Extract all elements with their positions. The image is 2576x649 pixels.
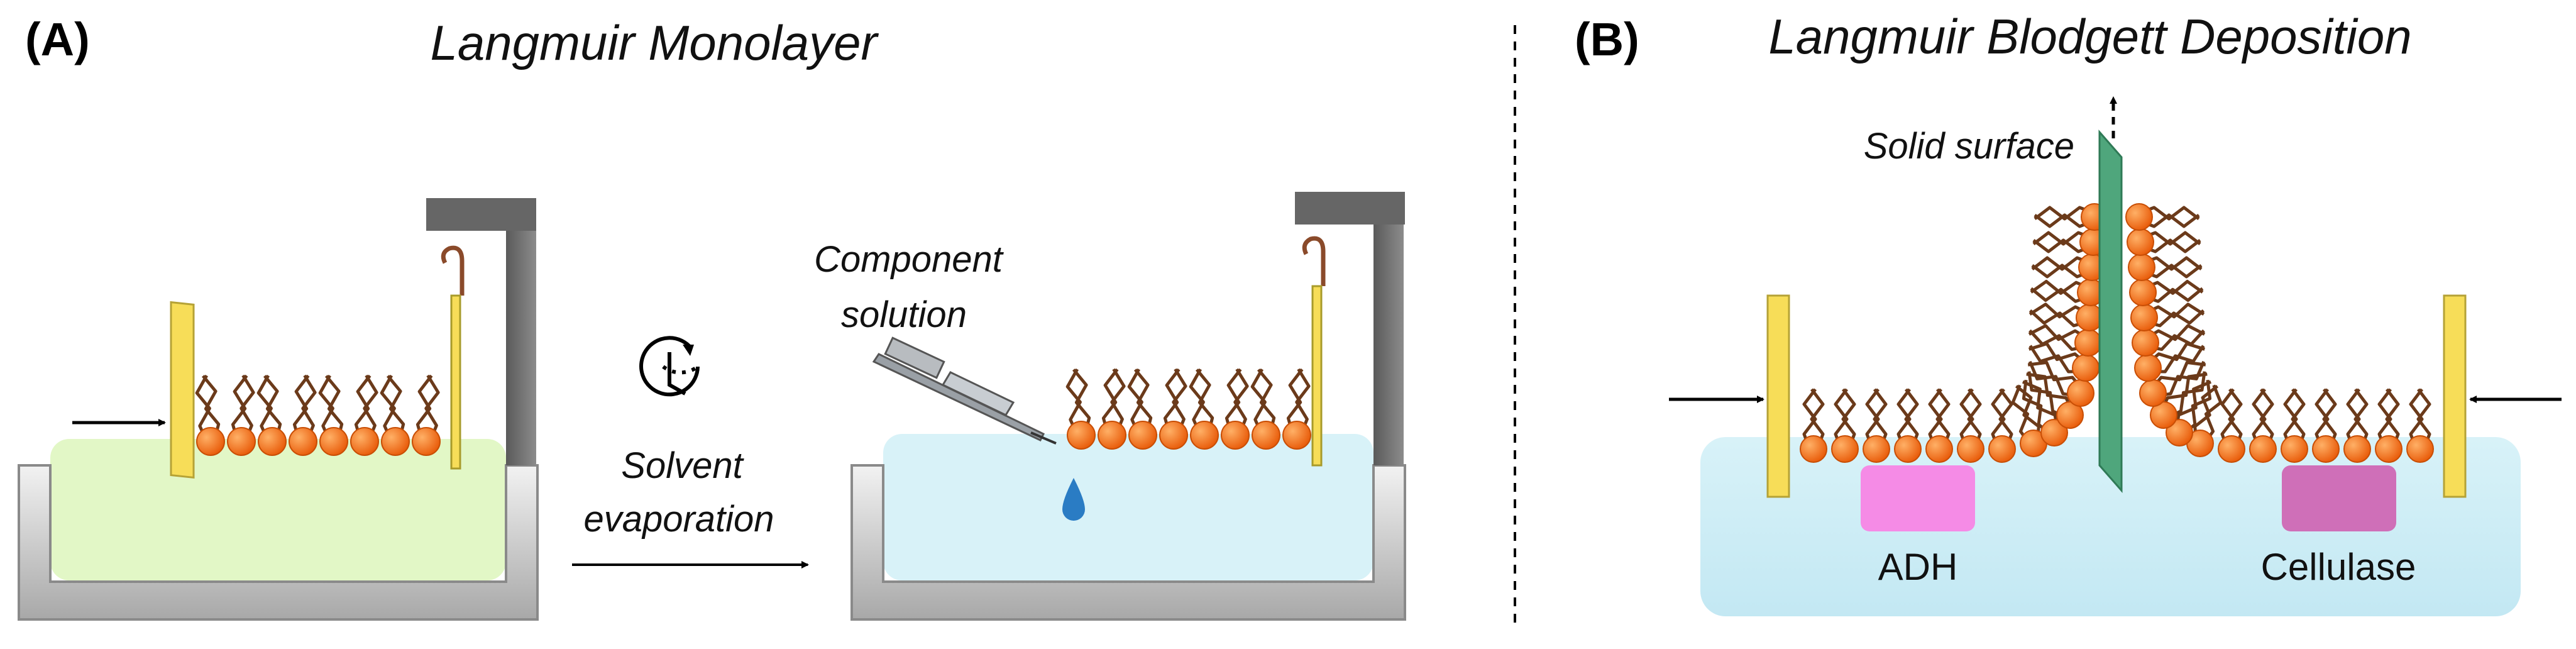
barrier-left xyxy=(170,301,195,479)
lipid-molecule xyxy=(2139,360,2206,407)
component-label-1: Component xyxy=(814,239,1005,280)
lipid-molecule xyxy=(318,374,348,456)
lipid-molecule xyxy=(2125,203,2200,231)
lipid-molecule xyxy=(2134,342,2206,382)
trough-before xyxy=(18,198,539,621)
barrier-b-right xyxy=(2443,294,2467,498)
lipid-molecule xyxy=(2028,324,2102,357)
cellulase-enzyme xyxy=(2282,465,2396,531)
lipid-molecule xyxy=(256,374,287,456)
lipid-molecule xyxy=(2128,253,2203,281)
lipid-molecule xyxy=(2129,279,2204,306)
lipid-molecule xyxy=(1863,388,1890,463)
lipid-molecule xyxy=(1221,368,1250,450)
drop-icon xyxy=(1062,478,1085,521)
panel-b-label: (B) xyxy=(1575,13,1639,65)
wilhelmy-plate xyxy=(450,294,461,470)
adh-label: ADH xyxy=(1878,546,1958,588)
lipid-molecule xyxy=(1250,368,1280,450)
lipid-molecule xyxy=(2031,253,2106,281)
lipid-molecule xyxy=(380,374,410,456)
barrier-b-left xyxy=(1766,294,1790,498)
lipid-molecule xyxy=(1957,388,1984,463)
lipid-molecule xyxy=(350,374,379,456)
lipid-molecule xyxy=(1127,368,1157,450)
panel-b: (B) Langmuir Blodgett Deposition ADH Cel… xyxy=(1575,9,2562,616)
solvent-label-2: evaporation xyxy=(583,499,774,540)
monolayer-before xyxy=(195,374,441,456)
pole-vertical xyxy=(506,208,536,465)
component-label-2: solution xyxy=(841,294,967,335)
lipid-molecule xyxy=(2032,228,2107,256)
lipid-molecule xyxy=(1831,388,1859,463)
lipid-molecule xyxy=(2034,203,2108,231)
lipid-molecule xyxy=(1189,368,1219,450)
lipid-molecule xyxy=(412,374,441,456)
lipid-molecule xyxy=(2026,371,2084,429)
solvent-label-1: Solvent xyxy=(621,445,744,486)
trough-after: Component solution xyxy=(814,192,1406,621)
cellulase-label: Cellulase xyxy=(2261,546,2416,588)
lipid-molecule xyxy=(2030,279,2105,306)
pole-vertical-2 xyxy=(1373,201,1404,465)
hook-icon-2 xyxy=(1302,236,1326,286)
solid-surface-label: Solid surface xyxy=(1864,126,2074,167)
lipid-molecule xyxy=(2312,388,2340,463)
lipid-molecule xyxy=(2127,228,2201,256)
pipette-icon xyxy=(872,336,1057,445)
pole-arm xyxy=(426,198,536,231)
pole-arm-2 xyxy=(1295,192,1405,225)
lipid-molecule xyxy=(2166,379,2212,447)
subphase-blue xyxy=(883,434,1373,580)
panel-a: (A) Langmuir Monolayer Solvent evaporati… xyxy=(18,13,1406,621)
lipid-molecule xyxy=(289,374,317,456)
lipid-molecule xyxy=(2375,388,2403,463)
clock-icon xyxy=(639,336,700,397)
lipid-molecule xyxy=(2218,388,2245,463)
panel-b-title: Langmuir Blodgett Deposition xyxy=(1768,9,2411,64)
panel-a-title: Langmuir Monolayer xyxy=(430,15,879,70)
lipid-molecule xyxy=(1925,388,1953,463)
lipid-molecule xyxy=(2028,302,2103,331)
lipid-molecule xyxy=(2150,371,2208,429)
lipid-molecule xyxy=(2343,388,2371,463)
lipid-molecule xyxy=(2022,379,2068,447)
hook-icon xyxy=(441,245,465,296)
lipid-molecule xyxy=(2249,388,2277,463)
lipid-molecule xyxy=(2406,388,2434,463)
lipid-molecule xyxy=(2011,384,2047,457)
lipid-molecule xyxy=(1065,368,1096,450)
wilhelmy-plate-2 xyxy=(1311,285,1323,467)
monolayer-deposition xyxy=(1800,203,2434,463)
subphase-green xyxy=(50,439,506,580)
lipid-molecule xyxy=(1894,388,1922,463)
lipid-molecule xyxy=(1098,368,1126,450)
lipid-molecule xyxy=(1800,388,1827,463)
lipid-molecule xyxy=(227,374,256,456)
lipid-molecule xyxy=(2027,360,2094,407)
solid-substrate xyxy=(2098,130,2123,493)
monolayer-after xyxy=(1065,368,1311,450)
lipid-molecule xyxy=(2281,388,2308,463)
adh-enzyme xyxy=(1861,465,1975,531)
lipid-molecule xyxy=(2028,342,2100,382)
lipid-molecule xyxy=(195,374,225,456)
lipid-molecule xyxy=(1159,368,1188,450)
lipid-molecule xyxy=(2186,384,2223,457)
lipid-molecule xyxy=(1282,368,1311,450)
panel-a-label: (A) xyxy=(25,13,90,65)
lipid-molecule xyxy=(1988,388,2016,463)
